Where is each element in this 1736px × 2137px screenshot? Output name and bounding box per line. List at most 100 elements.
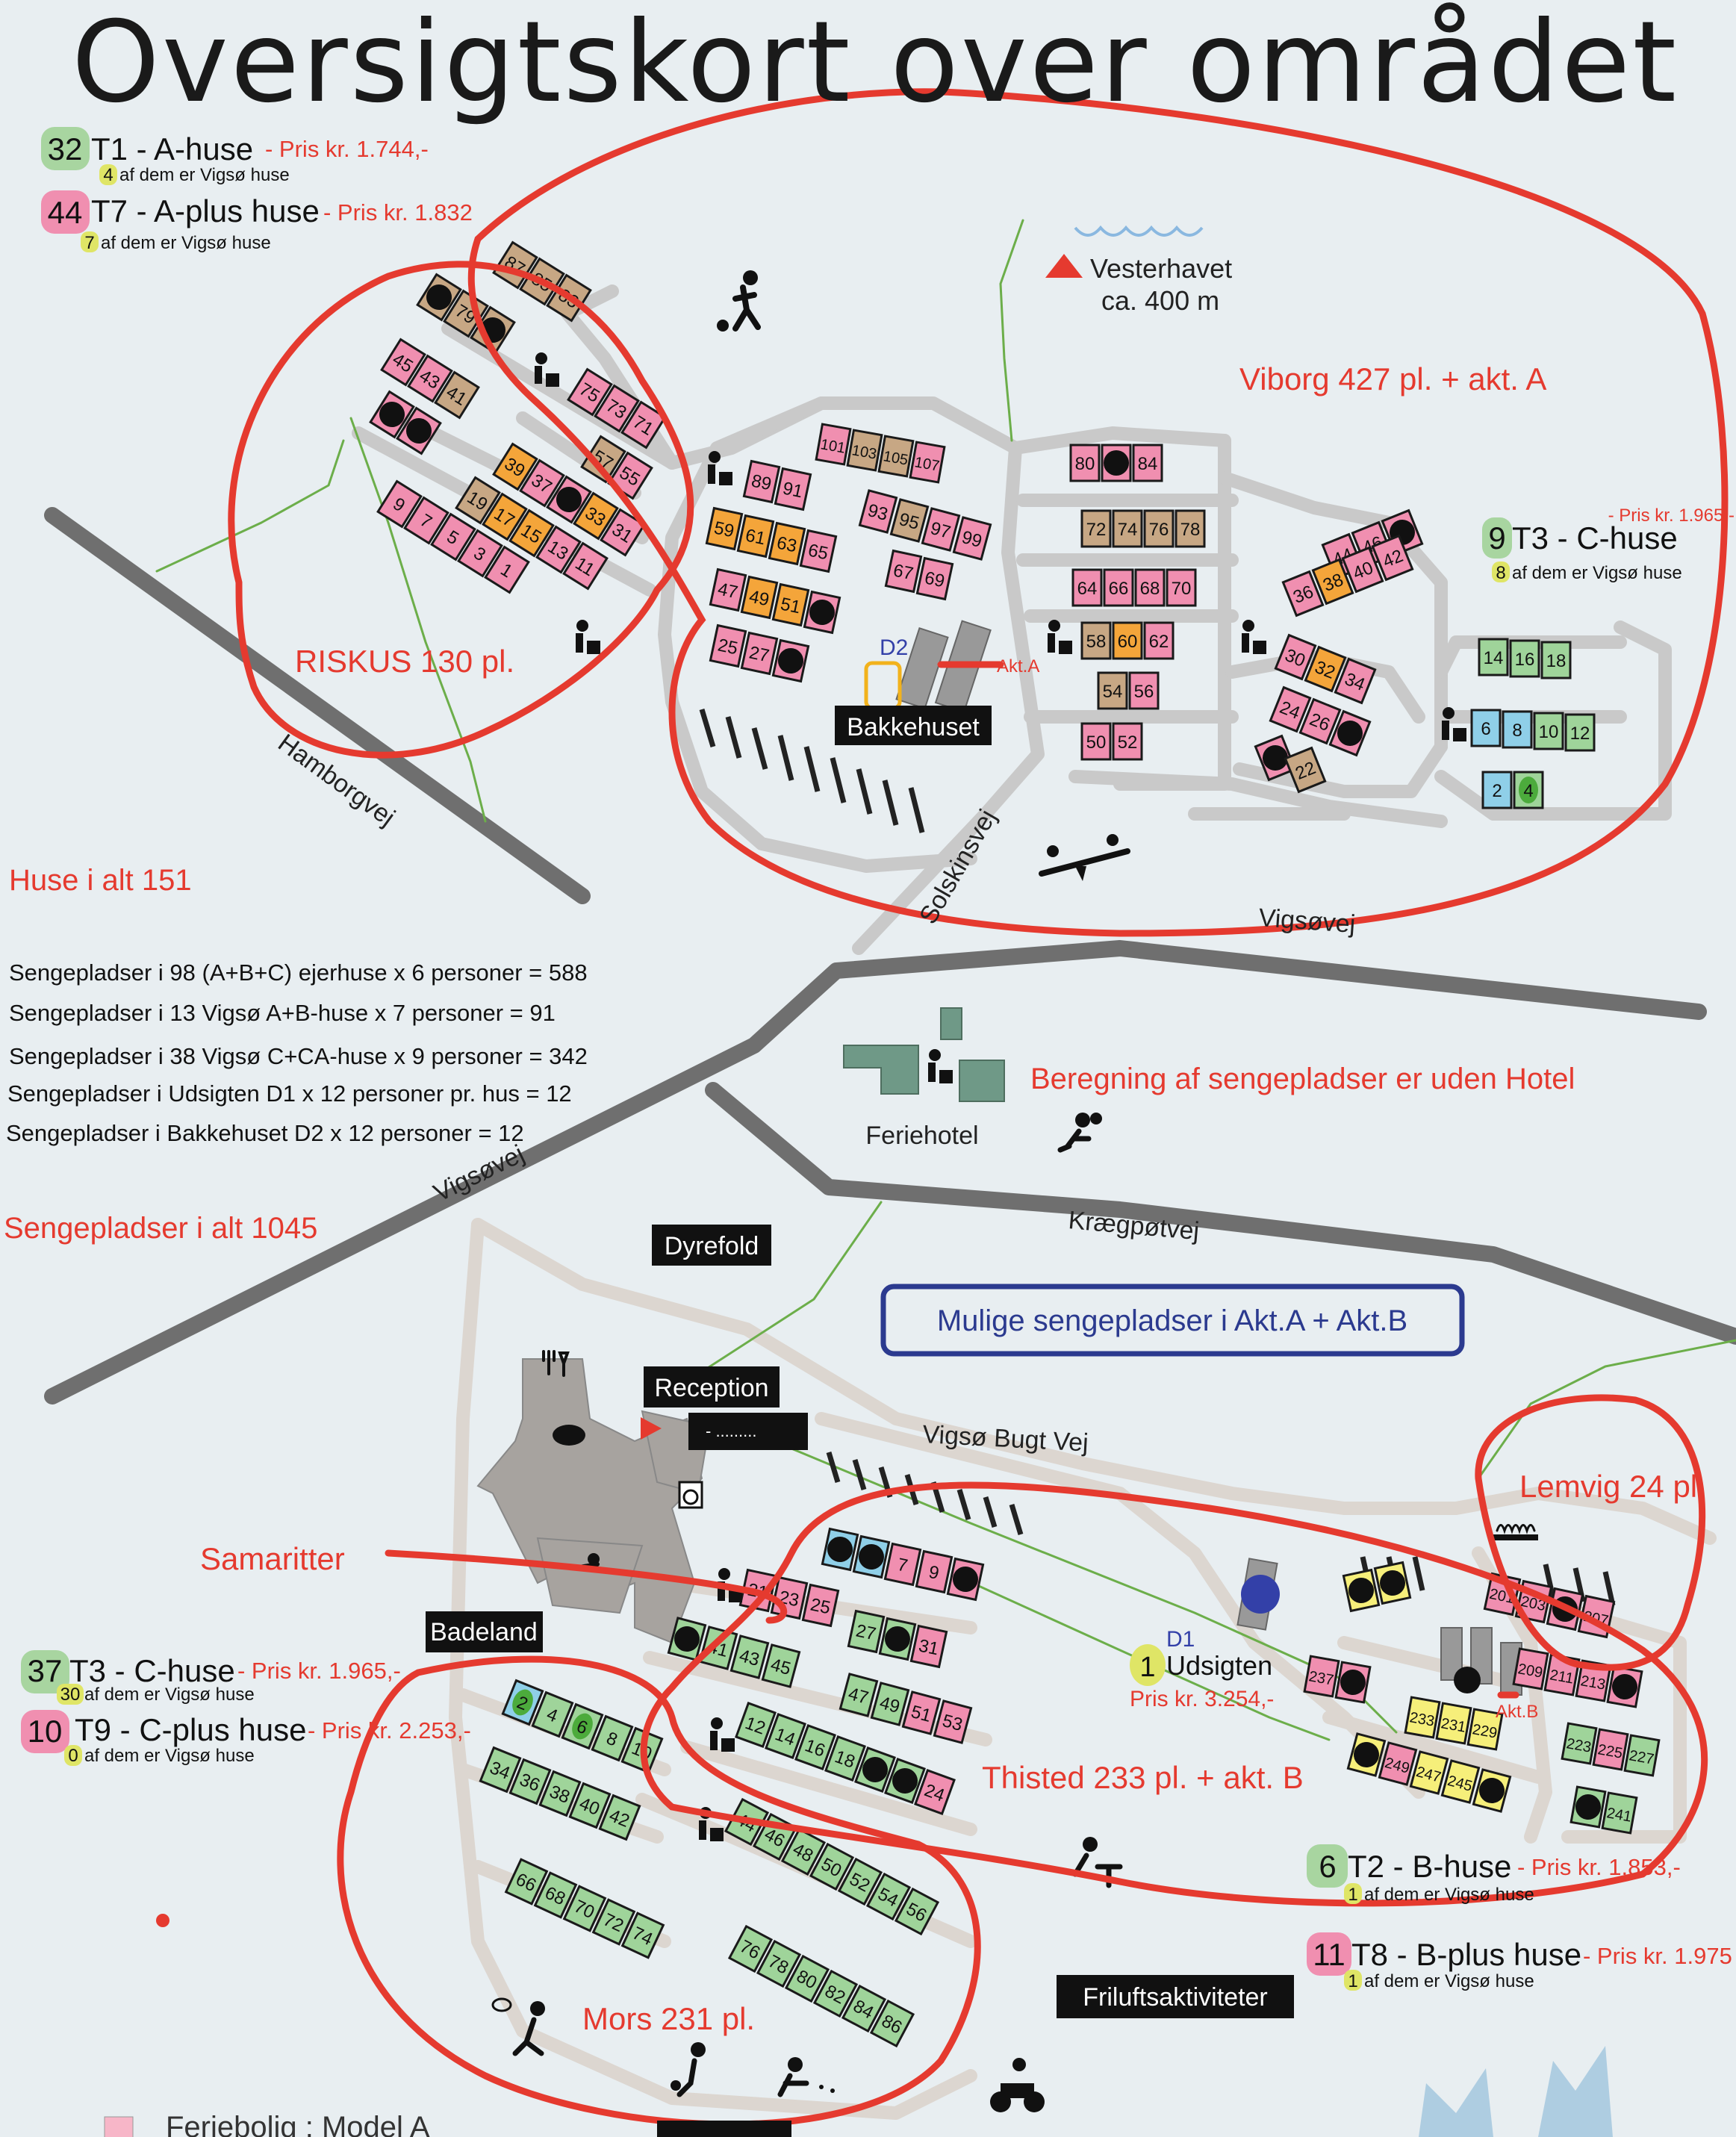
- house-51: 51: [771, 582, 810, 627]
- vigso-text: af dem er Vigsø huse: [1364, 1885, 1534, 1905]
- house-70: 70: [562, 1885, 607, 1932]
- house-4: 4: [1513, 771, 1544, 809]
- house-51: 51: [901, 1690, 942, 1735]
- house-27: 27: [847, 1609, 886, 1654]
- count-text: 9: [1488, 520, 1505, 556]
- hotel-note: Beregning af sengepladser er uden Hotel: [1030, 1063, 1575, 1095]
- occupied-dot-icon: [674, 1626, 700, 1652]
- football-icon: [671, 2042, 706, 2097]
- house-17: 17: [482, 492, 528, 541]
- house-3: 3: [457, 529, 503, 578]
- house-48: 48: [780, 1827, 827, 1876]
- house-26: 26: [1298, 697, 1342, 745]
- udsigten-name: Udsigten: [1166, 1650, 1272, 1681]
- price: - Pris kr. 1.853,-: [1517, 1854, 1681, 1880]
- d1-label: D1: [1166, 1627, 1195, 1652]
- type-name: T1 - A-huse: [91, 131, 253, 167]
- vesterhavet-label: Vesterhavet: [1090, 253, 1232, 284]
- house-31: 31: [909, 1624, 948, 1669]
- house-82: 82: [812, 1969, 859, 2018]
- house-64: 64: [1071, 568, 1103, 607]
- trash-icon: [710, 1717, 735, 1752]
- house-number: 31: [917, 1635, 941, 1659]
- house-number: 84: [1138, 454, 1158, 474]
- road-vigsovej: [44, 940, 1707, 1405]
- house-34: 34: [1334, 657, 1377, 705]
- feriehotel-buildings: [843, 1007, 1005, 1102]
- house-69: 69: [915, 556, 954, 601]
- restaurant-icon: [542, 1350, 570, 1377]
- house-30: 30: [1274, 633, 1317, 681]
- occupied-dot-icon: [1479, 1778, 1505, 1803]
- house-67: 67: [884, 549, 923, 594]
- house-45: 45: [761, 1643, 801, 1688]
- green-dot-icon: [1519, 777, 1538, 803]
- vigso-badge: [99, 164, 117, 185]
- house-105: 105: [877, 435, 915, 478]
- count-text: 32: [48, 131, 83, 167]
- house-53: 53: [933, 1699, 973, 1744]
- occupied-dot-icon: [1263, 745, 1288, 771]
- zone-lemvig: Lemvig 24 pl.: [1519, 1469, 1706, 1504]
- vigso-badge: [1344, 1970, 1362, 1991]
- vigso-count: 4: [103, 165, 113, 185]
- legend-top-left: 32 T1 - A-huse - Pris kr. 1.744,- 4 af d…: [41, 127, 473, 253]
- house-245: 245: [1440, 1759, 1481, 1804]
- badeland-buildings: [476, 1358, 711, 1644]
- house-59: 59: [705, 506, 744, 551]
- mulige-box: [880, 1284, 1465, 1357]
- senge-total: Sengepladser i alt 1045: [4, 1212, 317, 1245]
- house-number: 211: [1549, 1667, 1575, 1687]
- price: - Pris kr. 1.832: [323, 199, 473, 225]
- house-number: 66: [1109, 579, 1129, 599]
- house-occupied: [1328, 709, 1372, 757]
- house-occupied: [1342, 1568, 1381, 1613]
- udsigten-legend: D1 1 Udsigten Pris kr. 3.254,-: [1130, 1627, 1274, 1711]
- house-number: 65: [806, 540, 830, 564]
- house-62: 62: [1143, 621, 1175, 660]
- house-occupied: [852, 1534, 891, 1579]
- house-number: 52: [1118, 732, 1138, 753]
- house-occupied: [1606, 1665, 1643, 1708]
- house-36: 36: [1281, 570, 1325, 618]
- stats-line: Sengepladser i 13 Vigsø A+B-huse x 7 per…: [9, 1000, 556, 1026]
- occupied-dot-icon: [1575, 1794, 1601, 1820]
- vigso-text: af dem er Vigsø huse: [101, 233, 271, 253]
- house-45: 45: [380, 337, 426, 387]
- price: - Pris kr. 1.965,-: [1608, 506, 1735, 526]
- house-36: 36: [508, 1758, 552, 1805]
- type-name: T3 - C-huse: [1512, 520, 1678, 556]
- price: - Pris kr. 1.744,-: [265, 136, 429, 162]
- vigso-badge: [1344, 1883, 1362, 1904]
- house-number: 67: [892, 560, 915, 584]
- house-68: 68: [533, 1871, 578, 1919]
- house-89: 89: [742, 459, 781, 504]
- house-13: 13: [535, 525, 582, 574]
- house-number: 60: [1118, 632, 1138, 652]
- legend-bottom-left: 37 T3 - C-huse - Pris kr. 1.965,- 30 af …: [21, 1650, 471, 1766]
- house-78: 78: [1175, 509, 1206, 548]
- shop-icon: [553, 1425, 585, 1446]
- house-occupied: [1334, 1661, 1372, 1704]
- count-badge: [1307, 1844, 1348, 1888]
- house-number: 12: [1570, 724, 1590, 744]
- house-6: 6: [561, 1702, 604, 1750]
- house-14: 14: [765, 1713, 806, 1759]
- bakkehuset-label: Bakkehuset: [847, 713, 980, 741]
- vigso-count: 30: [60, 1685, 81, 1705]
- house-number: 49: [747, 586, 771, 610]
- house-18: 18: [1540, 641, 1572, 679]
- house-40: 40: [1341, 546, 1384, 594]
- house-61: 61: [736, 514, 775, 559]
- zone-thisted: Thisted 233 pl. + akt. B: [982, 1760, 1304, 1795]
- zone-riskus: RISKUS 130 pl.: [295, 644, 514, 679]
- house-number: 80: [1075, 454, 1095, 474]
- house-74: 74: [620, 1912, 665, 1959]
- legend-t3-top: - Pris kr. 1.965,- 9 T3 - C-huse 8 af de…: [1482, 506, 1735, 583]
- bird-decoration: [1419, 2046, 1613, 2137]
- feriehotel-label: Feriehotel: [865, 1122, 978, 1150]
- vigso-text: af dem er Vigsø huse: [84, 1746, 255, 1766]
- house-occupied: [771, 638, 810, 683]
- occupied-dot-icon: [778, 648, 803, 674]
- house-number: 25: [716, 635, 740, 659]
